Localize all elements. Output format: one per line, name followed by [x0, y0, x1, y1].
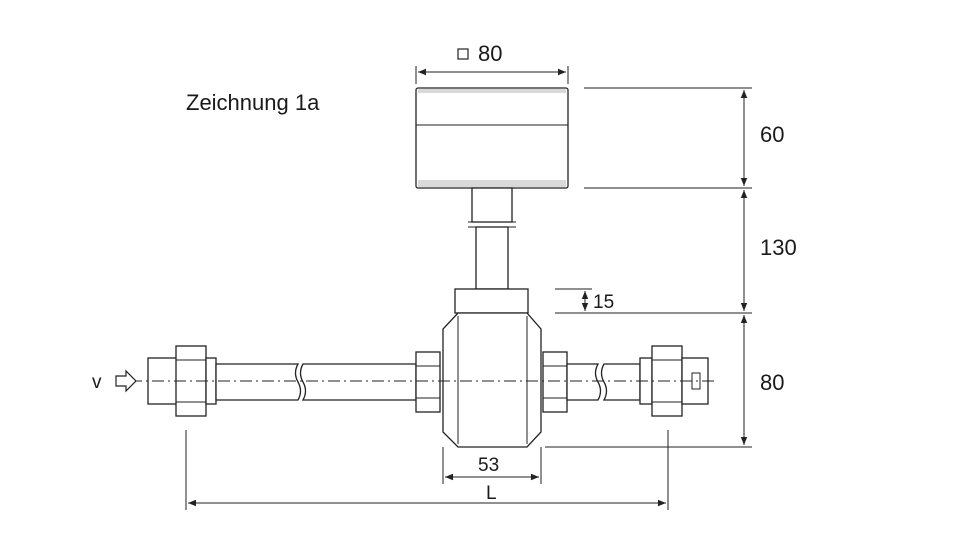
collar	[454, 288, 529, 314]
dim-head-square: 80	[415, 41, 569, 84]
dim-collar-height-value: 15	[593, 292, 614, 313]
sensor-body	[442, 312, 542, 448]
dim-vertical-chain: 60 130 80 15	[545, 87, 797, 448]
head-housing	[415, 87, 569, 189]
dim-head-height-value: 60	[760, 122, 784, 147]
dim-body-width: 53	[442, 447, 542, 484]
dim-overall-length: L	[185, 430, 669, 510]
dim-body-height-value: 80	[760, 370, 784, 395]
dim-overall-length-value: L	[486, 483, 497, 504]
flow-label: v	[92, 372, 102, 393]
dim-head-square-value: 80	[478, 41, 502, 66]
neck-tube	[468, 187, 516, 290]
dim-body-width-value: 53	[478, 455, 499, 476]
flow-arrow-icon	[115, 369, 137, 393]
square-symbol-icon	[457, 48, 469, 60]
drawing-title: Zeichnung 1a	[186, 90, 320, 115]
dim-neck-height-value: 130	[760, 235, 797, 260]
